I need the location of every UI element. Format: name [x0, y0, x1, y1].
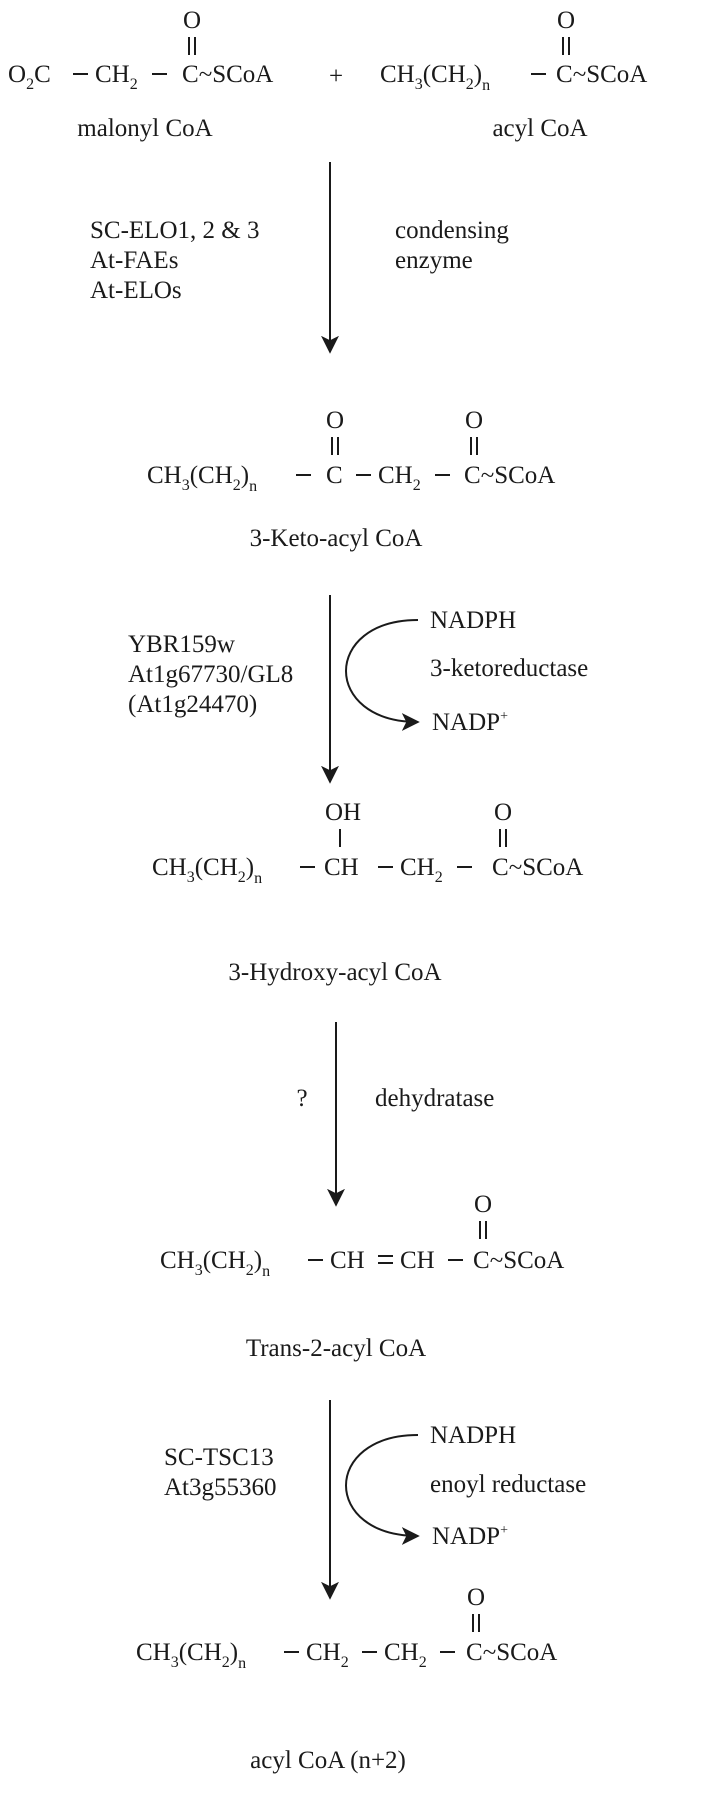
condensing-enzyme-line-2: enzyme — [395, 247, 473, 274]
enoylreduction-gene-2: At3g55360 — [164, 1474, 277, 1501]
trans-c-scoa: C~SCoA — [473, 1247, 564, 1274]
hydroxy-ch2: CH2 — [400, 854, 443, 886]
product-acyl-coa-label: acyl CoA (n+2) — [250, 1747, 406, 1774]
keto-c1: C — [326, 462, 343, 489]
malonyl-coa-label: malonyl CoA — [77, 115, 212, 142]
malonyl-carbonyl-o: O — [183, 7, 201, 34]
malonyl-coa-structure: O2C CH2 O C~SCoA — [8, 7, 273, 93]
malonyl-ch2: CH2 — [95, 61, 138, 93]
product-acyl-coa-structure: CH3(CH2)n CH2 CH2 O C~SCoA — [136, 1584, 557, 1672]
keto-ch2: CH2 — [378, 462, 421, 494]
hydroxy-c-scoa: C~SCoA — [492, 854, 583, 881]
trans-acyl-coa-label: Trans-2-acyl CoA — [246, 1335, 426, 1362]
malonyl-c-scoa: C~SCoA — [182, 61, 273, 88]
hydroxy-acyl-coa-structure: CH3(CH2)n OH CH CH2 O C~SCoA — [152, 799, 583, 887]
keto-o1: O — [326, 407, 344, 434]
ketoreduction-nadp: NADP+ — [432, 709, 508, 736]
hydroxy-acyl-coa-label: 3-Hydroxy-acyl CoA — [228, 959, 441, 986]
enoyl-reductase-label: enoyl reductase — [430, 1471, 586, 1498]
keto-acyl-coa-label: 3-Keto-acyl CoA — [250, 525, 423, 552]
product-chain: CH3(CH2)n — [136, 1639, 246, 1672]
hydroxy-ch: CH — [324, 854, 359, 881]
ketoreductase-label: 3-ketoreductase — [430, 655, 588, 682]
dehydration-gene-unknown: ? — [296, 1085, 307, 1112]
keto-chain: CH3(CH2)n — [147, 462, 257, 495]
keto-c2-scoa: C~SCoA — [464, 462, 555, 489]
trans-ch-a: CH — [330, 1247, 365, 1274]
condensation-gene-3: At-ELOs — [90, 277, 182, 304]
plus-sign: + — [329, 63, 343, 90]
malonyl-o2c: O2C — [8, 61, 51, 93]
hydroxy-oh: OH — [325, 799, 361, 826]
condensation-gene-1: SC-ELO1, 2 & 3 — [90, 217, 259, 244]
acyl-chain: CH3(CH2)n — [380, 61, 490, 94]
acyl-c-scoa: C~SCoA — [556, 61, 647, 88]
condensing-enzyme-line-1: condensing — [395, 217, 509, 244]
product-carbonyl-o: O — [467, 1584, 485, 1611]
hydroxy-chain: CH3(CH2)n — [152, 854, 262, 887]
enoylreduction-nadph: NADPH — [430, 1422, 516, 1449]
keto-o2: O — [465, 407, 483, 434]
ketoreduction-gene-3: (At1g24470) — [128, 691, 257, 718]
enoylreduction-nadp: NADP+ — [432, 1523, 508, 1550]
product-ch2-a: CH2 — [306, 1639, 349, 1671]
trans-acyl-coa-structure: CH3(CH2)n CH CH O C~SCoA — [160, 1191, 564, 1280]
trans-carbonyl-o: O — [474, 1191, 492, 1218]
enoylreduction-gene-1: SC-TSC13 — [164, 1444, 274, 1471]
ketoreduction-cofactor-arrow — [345, 619, 420, 731]
trans-ch-b: CH — [400, 1247, 435, 1274]
ketoreduction-gene-2: At1g67730/GL8 — [128, 661, 293, 688]
trans-chain: CH3(CH2)n — [160, 1247, 270, 1280]
ketoreduction-gene-1: YBR159w — [128, 631, 235, 658]
condensation-gene-2: At-FAEs — [90, 247, 178, 274]
dehydratase-label: dehydratase — [375, 1085, 494, 1112]
product-ch2-b: CH2 — [384, 1639, 427, 1671]
enoylreduction-cofactor-arrow — [345, 1434, 420, 1545]
acyl-coa-label: acyl CoA — [492, 115, 587, 142]
hydroxy-carbonyl-o: O — [494, 799, 512, 826]
ketoreduction-nadph: NADPH — [430, 607, 516, 634]
product-c-scoa: C~SCoA — [466, 1639, 557, 1666]
keto-acyl-coa-structure: CH3(CH2)n O C CH2 O C~SCoA — [147, 407, 555, 495]
acyl-carbonyl-o: O — [557, 7, 575, 34]
acyl-coa-structure: CH3(CH2)n O C~SCoA — [380, 7, 647, 94]
